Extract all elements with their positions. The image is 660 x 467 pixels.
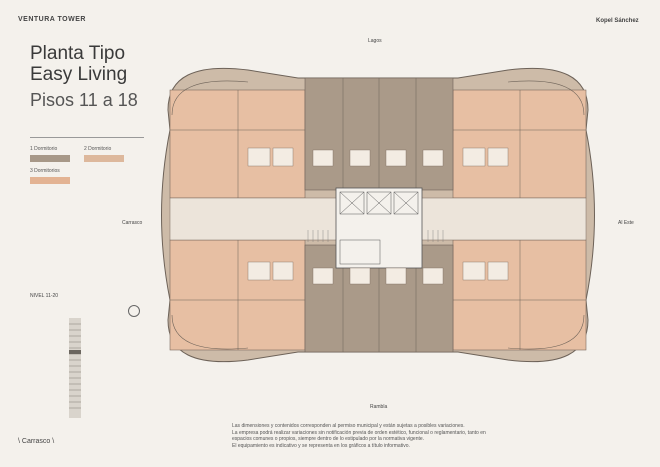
legend-swatch xyxy=(30,177,70,184)
page-title-line1: Planta Tipo xyxy=(30,43,126,64)
legend-label: 2 Dormitorio xyxy=(84,146,112,152)
page-title-line3: Pisos 11 a 18 xyxy=(30,90,138,110)
direction-south: Rambla xyxy=(370,404,388,410)
title-divider xyxy=(30,137,144,138)
legend-swatch xyxy=(30,155,70,162)
legend-label: 1 Dormitorio xyxy=(30,146,58,152)
legend-item-2: 2 Dormitorio xyxy=(84,146,124,162)
legend-label: 3 Dormitorios xyxy=(30,168,60,174)
footer-location: \ Carrasco \ xyxy=(18,438,55,445)
legend-item-1: 1 Dormitorio xyxy=(30,146,70,162)
level-label: NIVEL 11-20 xyxy=(30,293,59,299)
disclaimer-line: La empresa podrá realizar variaciones si… xyxy=(232,429,486,436)
disclaimer-line: El equipamiento es indicativo y se repre… xyxy=(232,442,410,449)
legend-item-3: 3 Dormitorios xyxy=(30,168,70,184)
page-title-line2: Easy Living xyxy=(30,64,128,85)
building-elevation-icon xyxy=(69,318,81,418)
disclaimer-line: Las dimensiones y contenidos corresponde… xyxy=(232,423,465,429)
compass-icon xyxy=(128,305,140,317)
direction-east: Al Este xyxy=(618,220,634,226)
disclaimer-text: Las dimensiones y contenidos corresponde… xyxy=(232,423,542,449)
floor-plan xyxy=(161,67,595,363)
direction-west: Carrasco xyxy=(122,220,143,226)
disclaimer-line: espacios comunes o propios, siempre dent… xyxy=(232,436,425,442)
brand-name: VENTURA TOWER xyxy=(18,16,86,23)
partner-name: Kopel Sánchez xyxy=(596,18,639,24)
direction-north: Lagos xyxy=(368,38,382,44)
legend-swatch xyxy=(84,155,124,162)
